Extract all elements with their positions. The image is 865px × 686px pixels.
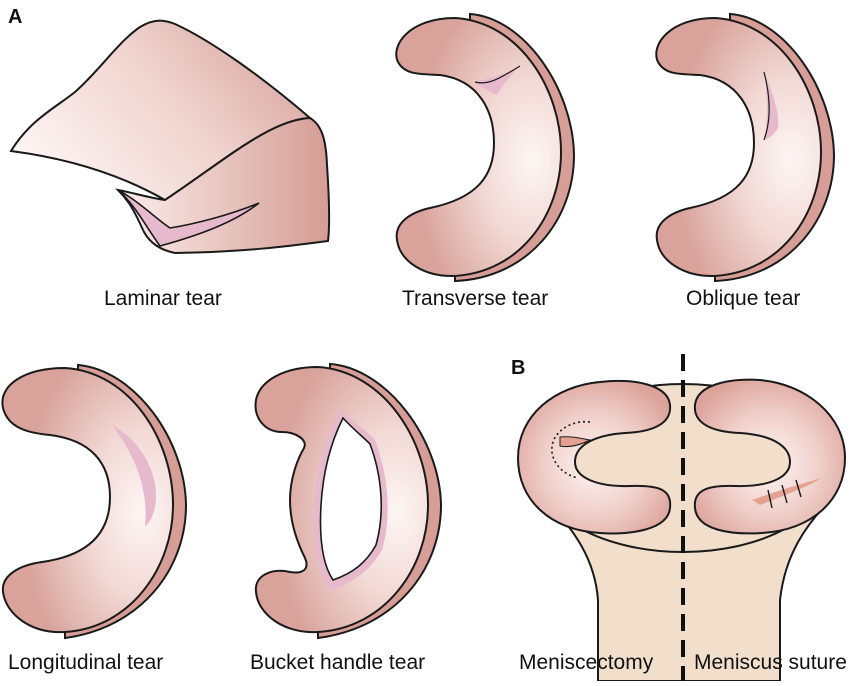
suture-stitches	[767, 479, 802, 509]
transverse-tear-drawing	[395, 12, 576, 283]
caption-meniscectomy: Meniscectomy	[519, 651, 654, 674]
caption-meniscus-suture: Meniscus suture	[694, 651, 847, 674]
medial-meniscus	[516, 379, 672, 535]
panel-letter-a: A	[8, 6, 23, 28]
resection-line	[551, 420, 591, 479]
resected-tear	[559, 436, 592, 448]
caption-transverse-tear: Transverse tear	[402, 287, 549, 310]
panel-b-drawing	[516, 354, 847, 682]
caption-longitudinal-tear: Longitudinal tear	[8, 651, 164, 674]
bucket-handle-tear-drawing	[254, 362, 443, 640]
oblique-tear-drawing	[655, 12, 836, 283]
caption-bucket-handle-tear: Bucket handle tear	[250, 651, 426, 674]
laminar-tear-drawing	[9, 19, 331, 255]
longitudinal-tear-drawing	[1, 363, 188, 640]
caption-laminar-tear: Laminar tear	[104, 287, 222, 310]
panel-letter-b: B	[511, 357, 526, 379]
caption-oblique-tear: Oblique tear	[686, 287, 801, 310]
lateral-meniscus	[693, 378, 847, 535]
